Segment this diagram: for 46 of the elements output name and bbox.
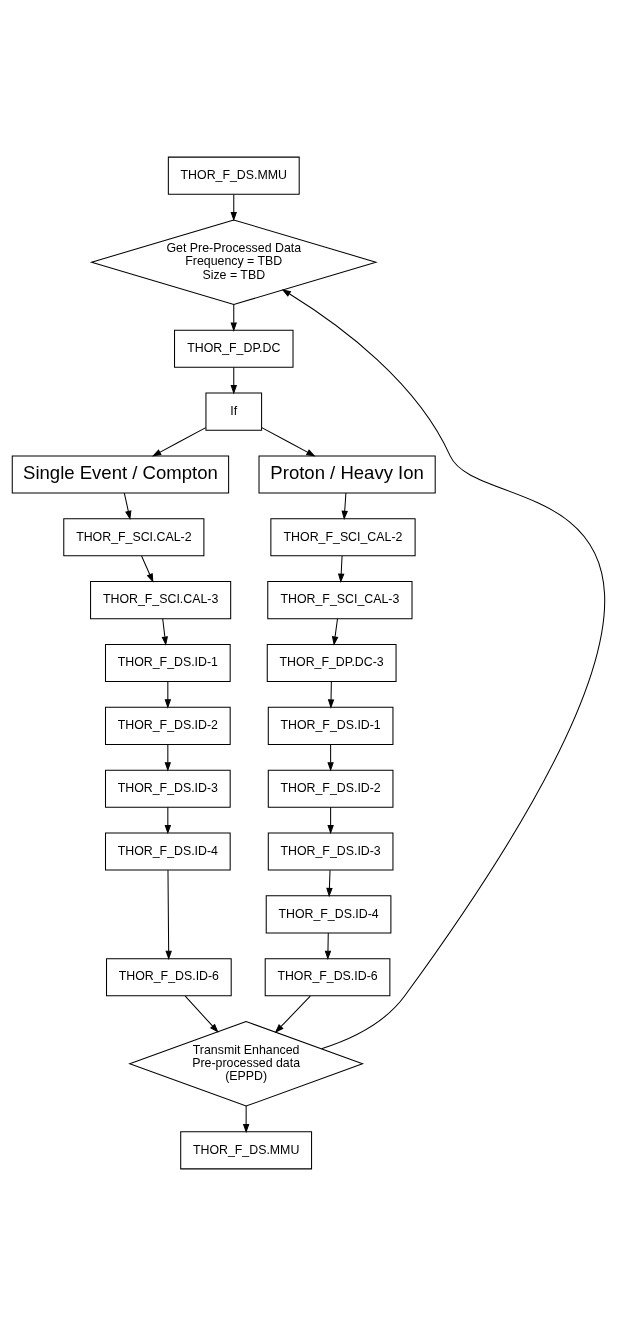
arrow: [337, 554, 345, 583]
arrow: [164, 743, 172, 771]
arrow: [123, 492, 132, 520]
node-box: THOR_F_DS.ID-6: [264, 957, 391, 996]
node-box: THOR_F_DS.ID-1: [105, 643, 231, 682]
node-box: THOR_F_DP.DC: [174, 329, 294, 368]
arrow: [327, 743, 334, 771]
arrow: [165, 869, 172, 960]
node-box: THOR_F_DS.MMU: [167, 156, 300, 195]
node-box: THOR_F_DS.ID-6: [106, 957, 232, 996]
node-box: THOR_F_SCI_CAL-2: [270, 517, 416, 556]
arrow: [327, 680, 335, 709]
arrow: [141, 554, 154, 583]
arrow: [341, 492, 348, 520]
arrow: [164, 806, 172, 834]
node-box: Single Event / Compton: [11, 454, 230, 493]
node-box: THOR_F_SCI.CAL-2: [63, 517, 205, 556]
arrow: [184, 995, 219, 1033]
arrow: [242, 1105, 250, 1133]
node-box: Proton / Heavy Ion: [258, 454, 436, 493]
node-box: THOR_F_DS.ID-3: [267, 832, 394, 871]
arrow: [261, 426, 316, 456]
arrow: [281, 288, 604, 1049]
node-box: THOR_F_DS.ID-1: [267, 706, 394, 745]
node-box: THOR_F_DS.ID-3: [105, 769, 231, 808]
node-box: THOR_F_SCI.CAL-3: [90, 580, 232, 619]
node-box: THOR_F_DS.ID-4: [265, 894, 392, 933]
node-box: If: [205, 392, 263, 431]
node-box: THOR_F_DS.ID-2: [267, 769, 394, 808]
arrow: [230, 193, 238, 221]
arrow: [324, 932, 332, 960]
arrow: [230, 303, 238, 332]
node-diamond: Get Pre-Processed Data Frequency = TBD Size = TBD: [89, 218, 378, 305]
arrow: [161, 617, 169, 646]
arrow: [274, 995, 311, 1033]
node-box: THOR_F_SCI_CAL-3: [267, 580, 413, 619]
arrow: [327, 806, 334, 834]
node-box: THOR_F_DS.MMU: [180, 1130, 313, 1169]
arrow: [152, 426, 207, 456]
arrow: [230, 366, 238, 394]
node-box: THOR_F_DP.DC-3: [266, 643, 397, 682]
arrow: [331, 617, 339, 646]
arrow: [326, 869, 333, 897]
arrow: [164, 680, 172, 709]
node-box: THOR_F_DS.ID-2: [105, 706, 231, 745]
node-box: THOR_F_DS.ID-4: [105, 832, 231, 871]
